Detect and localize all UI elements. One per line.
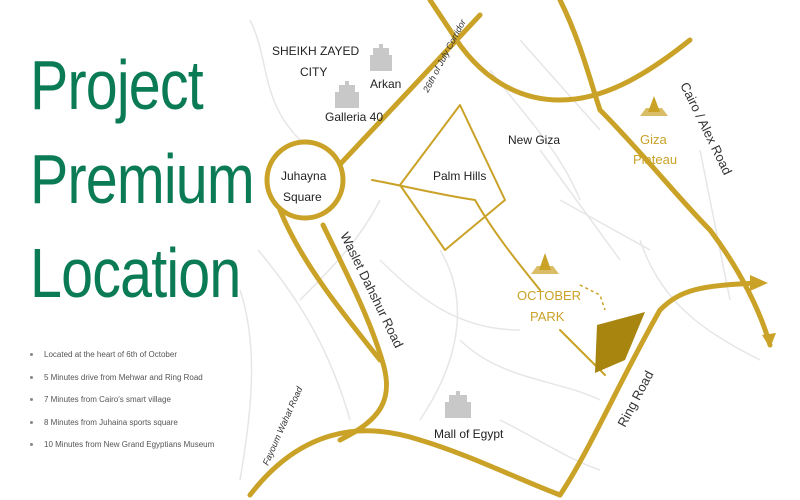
october-park-dash <box>579 284 606 311</box>
bullet-dot <box>30 375 33 379</box>
road-upper-loop <box>427 0 693 103</box>
label-october: OCTOBER <box>517 288 581 303</box>
feature-text: 10 Minutes from New Grand Egyptians Muse… <box>44 440 215 449</box>
label-new-giza: New Giza <box>508 133 560 147</box>
feature-item: 7 Minutes from Cairo's smart village <box>30 395 214 418</box>
bullet-dot <box>30 398 33 401</box>
road-new-giza-link <box>371 179 541 291</box>
label-city: CITY <box>300 65 327 79</box>
feature-item: 10 Minutes from New Grand Egyptians Muse… <box>30 440 214 463</box>
arrow-south <box>762 333 776 348</box>
label-mall-of-egypt: Mall of Egypt <box>434 427 504 441</box>
bullet-dot <box>30 443 33 446</box>
label-juhayna: Juhayna <box>281 169 327 183</box>
arrow-east <box>750 275 768 291</box>
building-icon <box>335 81 359 108</box>
palm-hills-boundary <box>399 104 506 251</box>
feature-text: Located at the heart of 6th of October <box>44 350 177 359</box>
road-to-october-park <box>559 329 606 376</box>
feature-text: 5 Minutes drive from Mehwar and Ring Roa… <box>44 372 203 382</box>
feature-item: 8 Minutes from Juhaina sports square <box>30 418 214 441</box>
label-plateau: Plateau <box>633 152 677 167</box>
project-plot <box>595 312 645 373</box>
october-park-icon <box>531 253 559 274</box>
label-giza: Giza <box>640 132 668 147</box>
label-corridor: 26th of July Corridor <box>420 17 468 95</box>
label-palm-hills: Palm Hills <box>433 169 486 183</box>
major-roads <box>247 0 773 498</box>
giza-plateau-icon <box>640 96 668 116</box>
road-cairo-alex <box>597 107 773 348</box>
bullet-dot <box>30 353 33 356</box>
title-line-1: Project <box>30 46 204 124</box>
feature-item: Located at the heart of 6th of October <box>30 350 214 373</box>
road-top-right <box>557 0 603 113</box>
label-cairo-alex-road: Cairo / Alex Road <box>677 80 735 178</box>
label-square: Square <box>283 190 322 204</box>
bullet-dot <box>30 420 33 424</box>
road-ring <box>557 280 763 498</box>
feature-text: 7 Minutes from Cairo's smart village <box>44 395 171 404</box>
building-icon <box>445 391 471 418</box>
juhayna-square-circle <box>264 139 346 221</box>
secondary-roads <box>371 104 606 376</box>
label-sheikh-zayed: SHEIKH ZAYED <box>272 44 359 58</box>
title-line-2: Premium <box>30 140 255 218</box>
feature-list: Located at the heart of 6th of October 5… <box>30 350 214 463</box>
label-galleria: Galleria 40 <box>325 110 383 124</box>
road-left <box>277 207 383 363</box>
road-bottom <box>247 428 563 498</box>
label-park: PARK <box>530 309 565 324</box>
title-line-3: Location <box>30 234 241 312</box>
minor-roads <box>239 19 761 481</box>
feature-text: 8 Minutes from Juhaina sports square <box>44 417 178 427</box>
feature-item: 5 Minutes drive from Mehwar and Ring Roa… <box>30 373 214 396</box>
building-icon <box>370 44 392 71</box>
label-ring-road: Ring Road <box>614 368 656 429</box>
label-fayoum-wahat-road: Fayoum Wahat Road <box>261 384 305 467</box>
left-panel: Project Premium Location Located at the … <box>0 0 255 500</box>
label-arkan: Arkan <box>370 77 401 91</box>
